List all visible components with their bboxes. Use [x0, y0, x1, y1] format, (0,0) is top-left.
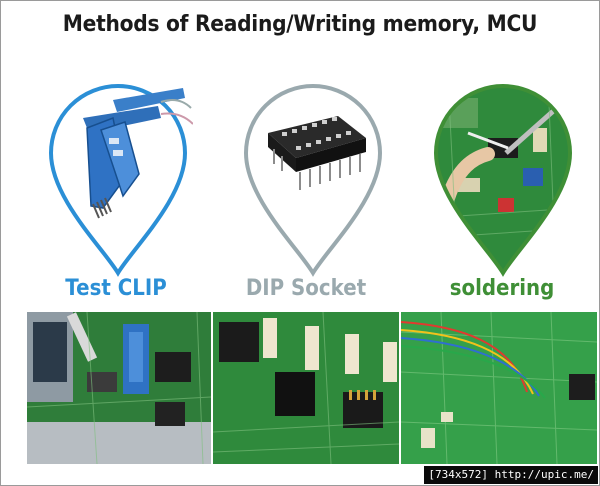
- soldering-pin: [428, 78, 578, 278]
- test-clip-icon: [48, 84, 193, 277]
- test-clip-pin: [43, 78, 193, 278]
- soldering-photo: [401, 312, 597, 464]
- page-title: Methods of Reading/Writing memory, MCU: [62, 12, 538, 37]
- dip-socket-pin: [238, 78, 388, 278]
- watermark-badge[interactable]: [734x572] http://upic.me/: [424, 466, 598, 484]
- soldering-label: soldering: [449, 276, 555, 301]
- soldering-icon: [433, 84, 573, 277]
- dip-socket-label: DIP Socket: [245, 276, 367, 301]
- dip-socket-photo: [213, 312, 399, 464]
- test-clip-label: Test CLIP: [65, 276, 167, 301]
- dip-socket-icon: [243, 84, 383, 277]
- test-clip-photo: [27, 312, 211, 464]
